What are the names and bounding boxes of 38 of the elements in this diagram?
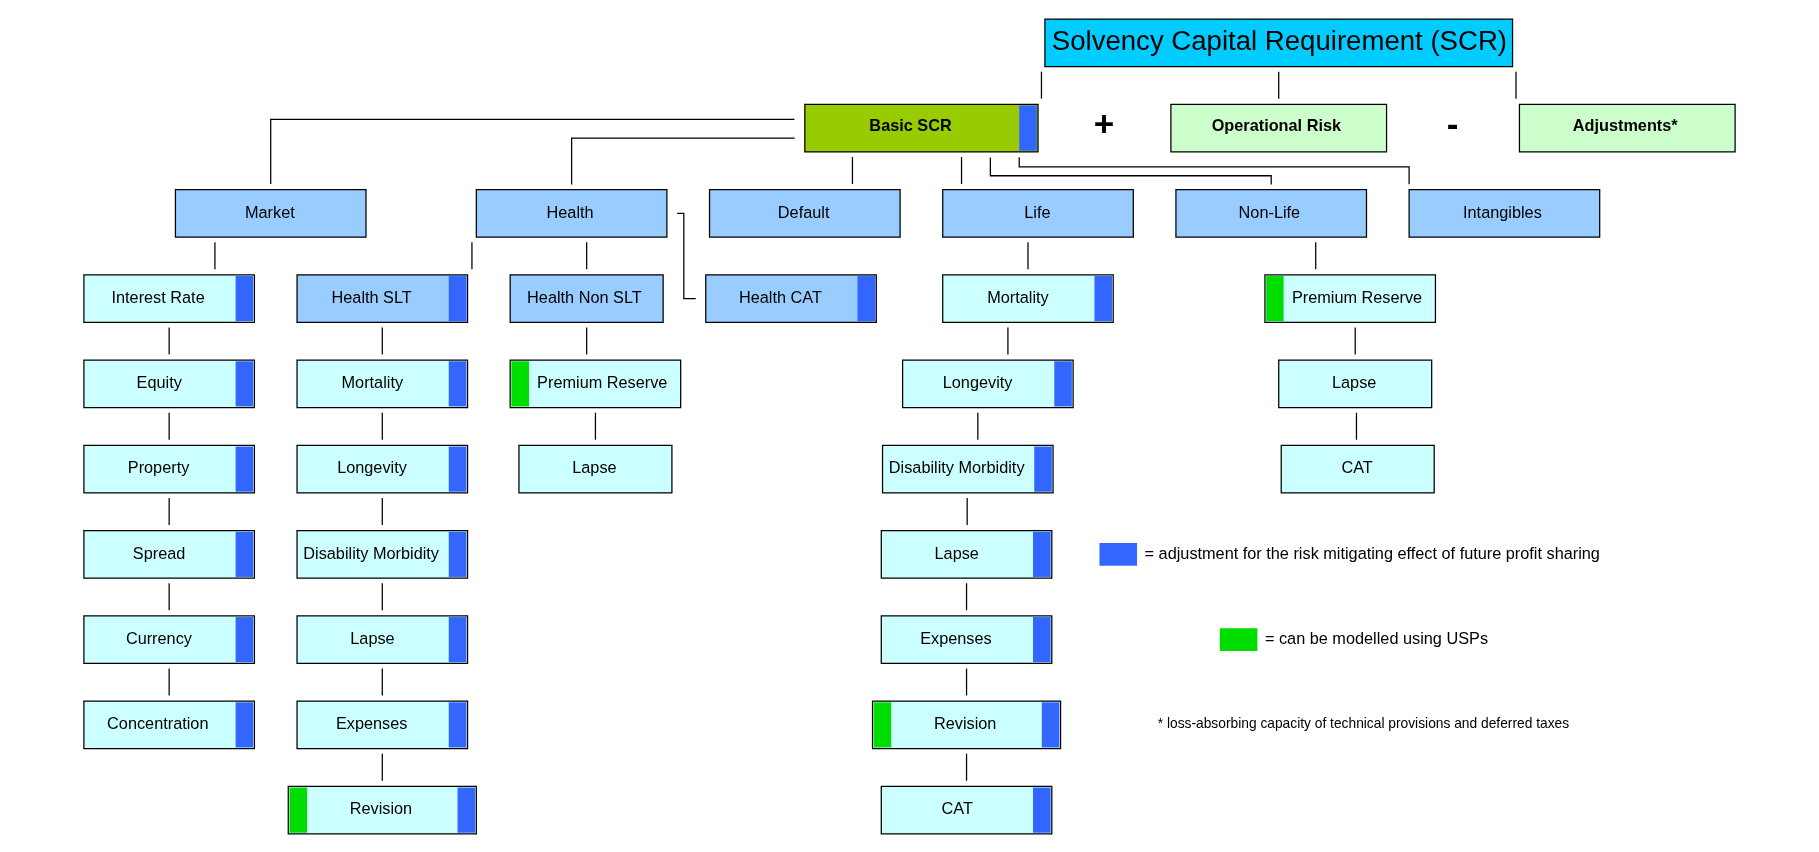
label: + <box>1093 103 1115 142</box>
connector <box>1315 241 1317 270</box>
connector <box>381 496 383 526</box>
label: - <box>1446 103 1459 142</box>
connector <box>1355 411 1358 440</box>
connector <box>965 752 968 781</box>
connector <box>965 667 968 696</box>
connector <box>594 411 597 440</box>
connector <box>989 156 1272 185</box>
connector <box>1040 70 1043 99</box>
connector <box>168 582 170 611</box>
legend-label: = adjustment for the risk mitigating effect of future profit sharing <box>1144 543 1600 562</box>
connector <box>381 326 383 355</box>
label: * loss-absorbing capacity of technical provisions and deferred taxes <box>1157 715 1570 731</box>
connector <box>168 667 170 696</box>
connector <box>851 155 854 185</box>
connector <box>214 241 216 270</box>
connector <box>381 411 383 440</box>
connector <box>381 752 383 781</box>
connector <box>977 411 979 440</box>
connector <box>571 137 796 185</box>
connector <box>960 155 963 185</box>
connector <box>1354 326 1356 355</box>
connector <box>966 496 968 526</box>
legend-label: = can be modelled using USPs <box>1264 628 1489 647</box>
connector <box>586 241 588 270</box>
connector <box>168 411 170 440</box>
connector <box>381 582 383 611</box>
connector <box>168 496 170 526</box>
connector <box>471 241 473 270</box>
connector <box>381 667 383 696</box>
connector <box>168 326 170 355</box>
connector <box>270 118 796 185</box>
connector <box>676 212 697 299</box>
connector <box>1007 326 1009 355</box>
connector <box>586 326 588 355</box>
connector <box>1278 70 1280 99</box>
connector <box>965 582 968 611</box>
